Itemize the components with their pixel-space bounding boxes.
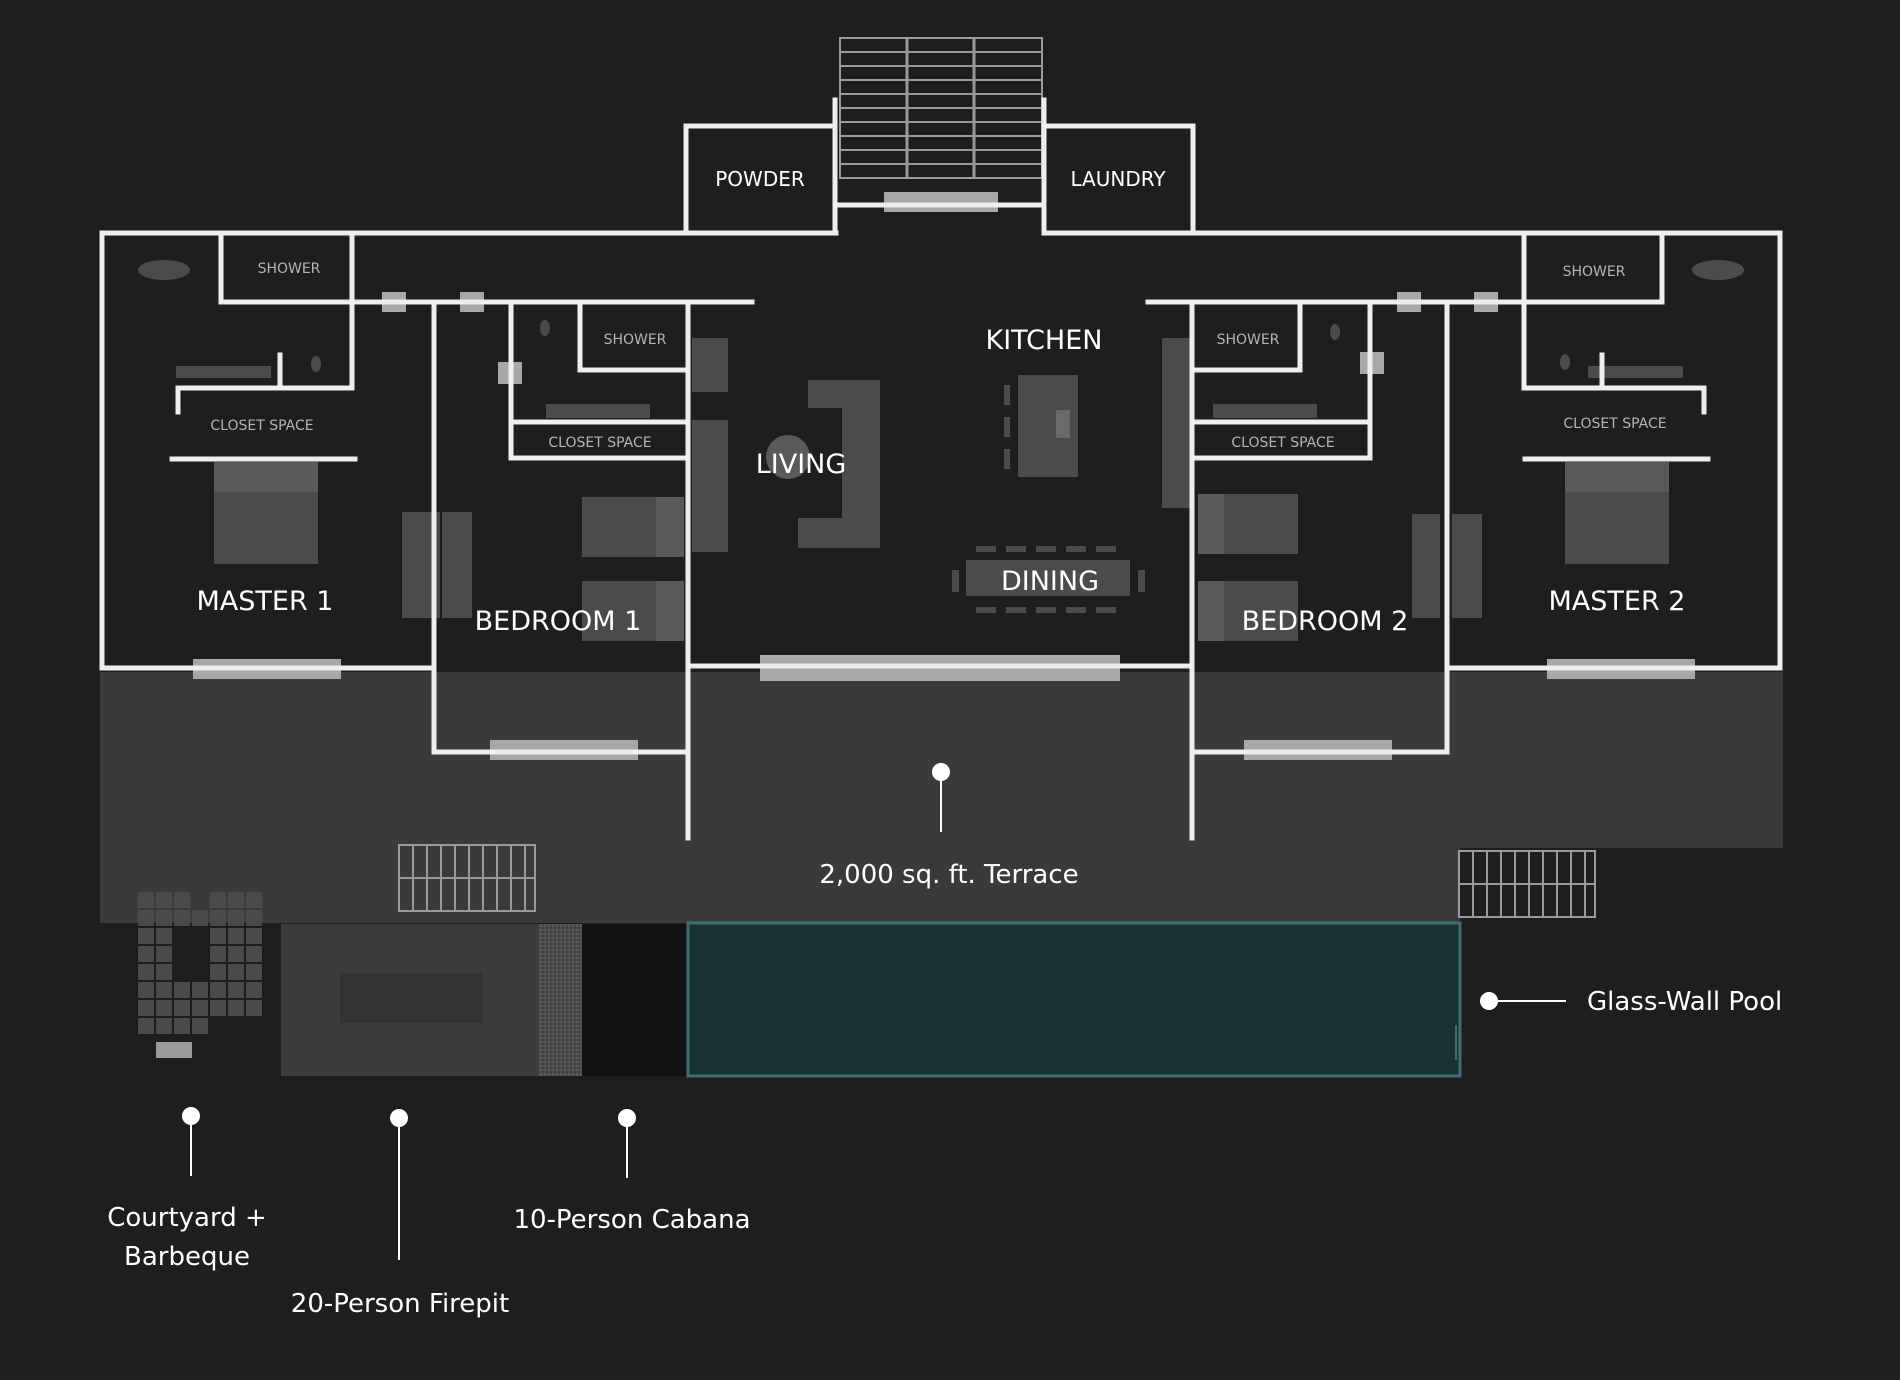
callout-pool: Glass-Wall Pool [1480,987,1782,1017]
courtyard-barbeque [138,892,262,1034]
shower-label-bedroom-2: SHOWER [1217,332,1280,348]
room-label-dining: DINING [1001,566,1099,597]
glass-wall-pool [686,921,1462,1078]
closet-label-master-1: CLOSET SPACE [210,418,313,434]
callout-label-firepit: 20-Person Firepit [291,1289,509,1319]
furniture [138,260,1744,641]
callout-firepit: 20-Person Firepit [291,1109,509,1319]
barbeque-grill [156,1042,192,1058]
firepit-mesh [539,924,582,1076]
room-label-living: LIVING [756,449,847,480]
front-door [884,192,998,212]
firepit [340,973,482,1023]
entry-stairs [839,37,1043,179]
callout-label-courtyard-line1: Courtyard + [107,1203,267,1233]
callout-label-terrace: 2,000 sq. ft. Terrace [819,860,1078,890]
cabana [582,924,688,1076]
room-label-kitchen: KITCHEN [986,325,1103,356]
room-label-master-1: MASTER 1 [197,586,334,617]
closet-label-bedroom-1: CLOSET SPACE [548,435,651,451]
closet-label-master-2: CLOSET SPACE [1563,416,1666,432]
stairs-right [1458,850,1596,918]
shower-label-bedroom-1: SHOWER [604,332,667,348]
stairs-left [398,844,536,912]
room-label-master-2: MASTER 2 [1549,586,1686,617]
room-label-bedroom-2: BEDROOM 2 [1242,606,1409,637]
callout-label-cabana: 10-Person Cabana [513,1205,750,1235]
callout-cabana: 10-Person Cabana [513,1109,751,1235]
room-label-bedroom-1: BEDROOM 1 [475,606,642,637]
room-label-laundry: LAUNDRY [1070,167,1166,191]
callout-label-courtyard-line2: Barbeque [124,1242,250,1272]
callout-label-pool: Glass-Wall Pool [1587,987,1782,1017]
callout-terrace: 2,000 sq. ft. Terrace [819,763,1079,890]
callout-courtyard: Courtyard + Barbeque [107,1107,267,1272]
shower-label-master-1: SHOWER [258,261,321,277]
room-label-powder: POWDER [715,167,805,191]
closet-label-bedroom-2: CLOSET SPACE [1231,435,1334,451]
shower-label-master-2: SHOWER [1563,264,1626,280]
walls [99,97,1783,841]
